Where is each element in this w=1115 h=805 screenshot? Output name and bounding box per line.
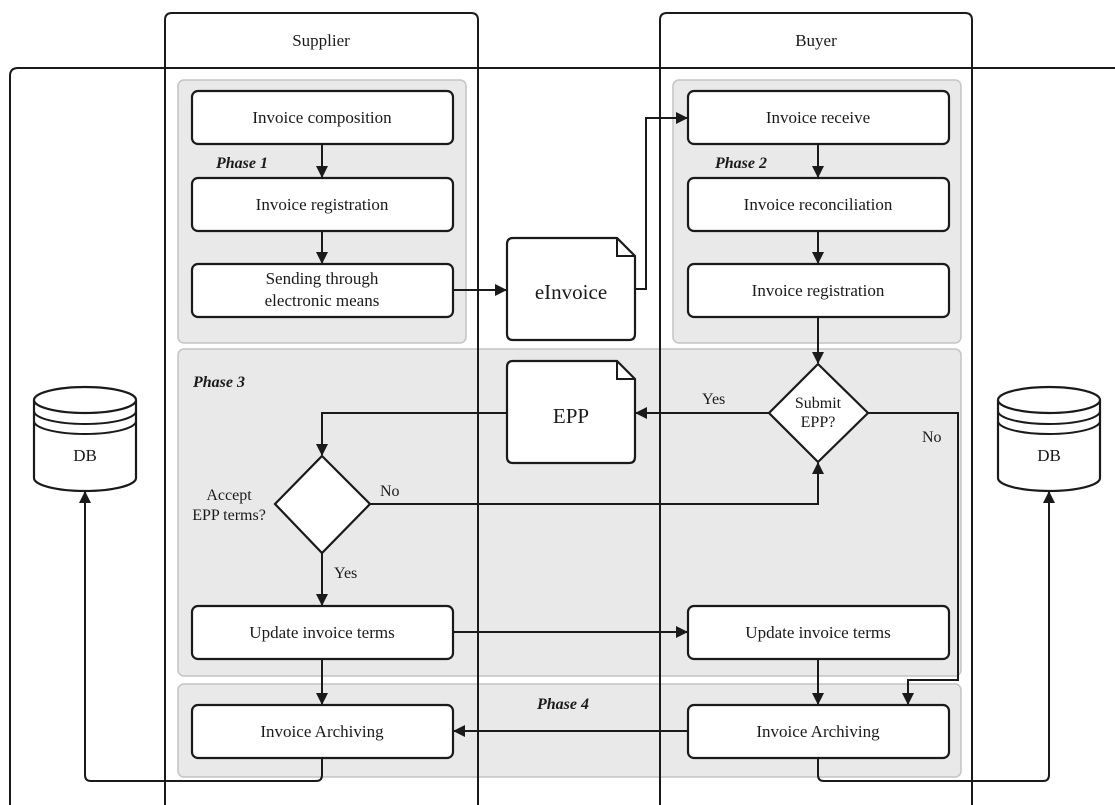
phase-3-label: Phase 3: [192, 374, 245, 391]
epp-document[interactable]: EPP: [505, 359, 637, 465]
svg-text:Accept: Accept: [206, 487, 252, 504]
arrow-einvoice-to-receive: [635, 112, 688, 290]
supplier-invoice-registration-step[interactable]: Invoice registration: [190, 176, 455, 233]
svg-text:Invoice composition: Invoice composition: [252, 108, 392, 127]
submit-yes-label: Yes: [702, 391, 725, 408]
supplier-lane-title: Supplier: [292, 31, 350, 50]
outer-frame: [9, 67, 1115, 805]
invoice-composition-step[interactable]: Invoice composition: [190, 89, 455, 146]
arrow-epp-to-accept: [316, 412, 507, 456]
accept-epp-terms-decision[interactable]: Accept EPP terms?: [192, 454, 372, 555]
einvoice-document[interactable]: eInvoice: [505, 236, 637, 342]
svg-text:Submit: Submit: [795, 395, 842, 412]
supplier-update-terms-step[interactable]: Update invoice terms: [190, 604, 455, 661]
arrow-buyer-archiving-to-right-db: [817, 491, 1055, 782]
phase-3-area: [177, 348, 962, 677]
buyer-invoice-registration-step[interactable]: Invoice registration: [686, 262, 951, 319]
accept-no-label: No: [380, 483, 400, 500]
svg-text:Sending through: Sending through: [266, 269, 379, 288]
arrow-accept-no-to-submit: [370, 462, 824, 505]
right-database-icon: DB: [996, 385, 1102, 493]
svg-text:EPP terms?: EPP terms?: [192, 507, 266, 524]
submit-no-label: No: [922, 429, 942, 446]
svg-text:EPP: EPP: [553, 404, 589, 428]
phase-2-label: Phase 2: [714, 155, 767, 172]
svg-text:eInvoice: eInvoice: [535, 280, 607, 304]
svg-text:electronic means: electronic means: [265, 291, 380, 310]
arrow-submit-no-to-archiving: [868, 412, 959, 705]
accept-yes-label: Yes: [334, 565, 357, 582]
connectors: [79, 112, 1055, 782]
buyer-update-terms-step[interactable]: Update invoice terms: [686, 604, 951, 661]
invoice-receive-step[interactable]: Invoice receive: [686, 89, 951, 146]
supplier-archiving-step[interactable]: Invoice Archiving: [190, 703, 455, 760]
buyer-archiving-step[interactable]: Invoice Archiving: [686, 703, 951, 760]
svg-text:Update invoice terms: Update invoice terms: [249, 623, 394, 642]
sending-electronic-step[interactable]: Sending through electronic means: [190, 262, 455, 319]
svg-text:Invoice receive: Invoice receive: [766, 108, 870, 127]
svg-text:Invoice reconciliation: Invoice reconciliation: [744, 195, 893, 214]
svg-text:Invoice Archiving: Invoice Archiving: [756, 722, 880, 741]
svg-text:Invoice registration: Invoice registration: [256, 195, 389, 214]
left-database-icon: DB: [32, 385, 138, 493]
svg-text:Update invoice terms: Update invoice terms: [745, 623, 890, 642]
buyer-lane-title: Buyer: [795, 31, 837, 50]
phase-4-label: Phase 4: [536, 696, 589, 713]
arrow-supplier-archiving-to-left-db: [79, 491, 323, 782]
svg-text:Invoice registration: Invoice registration: [752, 281, 885, 300]
buyer-lane: Buyer: [659, 12, 973, 805]
svg-text:EPP?: EPP?: [801, 414, 836, 431]
phase-1-label: Phase 1: [215, 155, 268, 172]
right-db-label: DB: [1037, 446, 1061, 465]
supplier-lane: Supplier: [164, 12, 479, 805]
invoice-reconciliation-step[interactable]: Invoice reconciliation: [686, 176, 951, 233]
svg-text:Invoice Archiving: Invoice Archiving: [260, 722, 384, 741]
left-db-label: DB: [73, 446, 97, 465]
